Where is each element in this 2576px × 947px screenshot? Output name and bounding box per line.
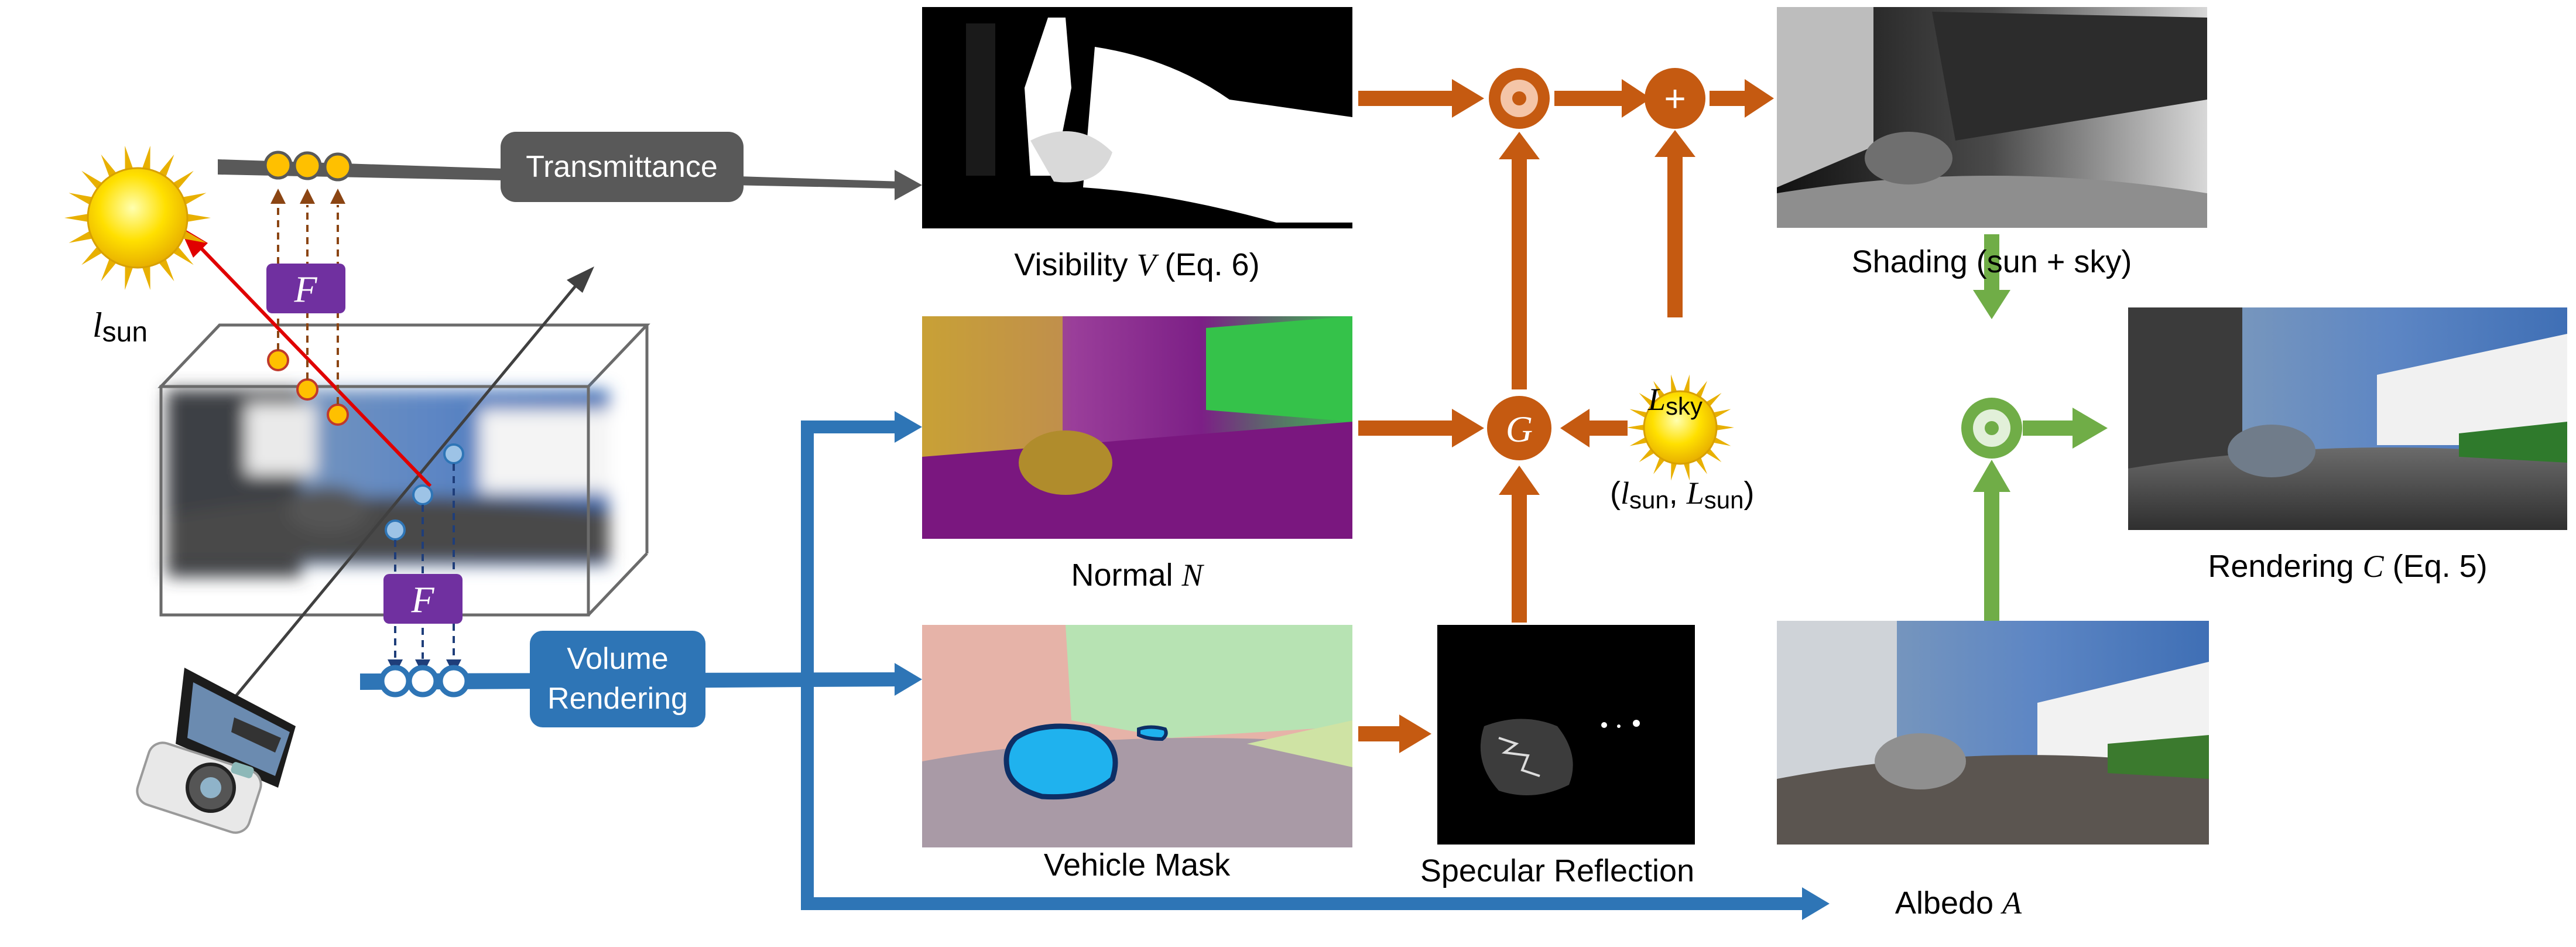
sun-ray (194, 241, 432, 488)
scene-blurred-photo (167, 389, 609, 577)
specular-image (1437, 625, 1695, 845)
camera-ray-arrowhead (567, 266, 594, 293)
sun-ray-samples (267, 349, 349, 426)
sun-ray-spike (1683, 460, 1690, 481)
sun-ray-spike (180, 193, 207, 206)
sun-ray-spike (64, 213, 91, 223)
sun-ray-spike (1711, 409, 1731, 419)
normal-caption: Normal N (1071, 558, 1204, 593)
sample-point (412, 484, 433, 505)
vehicle-mask-image (922, 625, 1352, 847)
sample-point (267, 349, 289, 371)
sun-ray-spike (68, 193, 95, 206)
sun-icon-right (1626, 374, 1734, 481)
visibility-caption: Visibility V (Eq. 6) (1014, 247, 1259, 282)
sum-operator: + (1645, 68, 1705, 129)
shading-image (1777, 7, 2207, 228)
transmittance-point (293, 151, 322, 180)
sun-ray-spike (1629, 436, 1650, 446)
specular-caption: Specular Reflection (1420, 853, 1694, 888)
volume-rendering-branch: Volume Rendering (360, 631, 922, 727)
volume-rendering-label-line2: Rendering (547, 682, 688, 716)
render-point (437, 665, 470, 698)
sample-point (296, 378, 318, 401)
sun-ray-spike (1671, 374, 1678, 395)
volume-rendering-label-line1: Volume (567, 642, 668, 676)
svg-text:F: F (293, 268, 317, 310)
transmittance-label: Transmittance (526, 150, 718, 184)
albedo-caption: Albedo A (1895, 886, 2022, 921)
sun-ray-spike (141, 263, 150, 290)
albedo-image (1777, 621, 2209, 845)
camera-ray-samples (385, 443, 464, 541)
sun-ray-spike (125, 145, 134, 173)
f-network-top: F (266, 264, 345, 313)
scene-box-front (159, 385, 590, 617)
vehicle-mask-caption: Vehicle Mask (1044, 847, 1231, 883)
sample-point (443, 443, 464, 464)
transmittance-branch: Transmittance (218, 132, 922, 202)
sun-ray-spike (68, 230, 95, 243)
sun-ray-spike (1671, 460, 1678, 481)
svg-text:+: + (1664, 77, 1686, 119)
sun-ray-spike (125, 263, 134, 290)
visibility-image (922, 7, 1352, 228)
svg-text:G: G (1506, 408, 1533, 450)
camera-icon (136, 668, 296, 834)
sun-ray-spike (180, 230, 207, 243)
sun-params-label: (lsun, Lsun) (1610, 476, 1754, 514)
svg-text:F: F (410, 579, 434, 620)
sample-point (385, 519, 406, 541)
orange-arrows (1358, 79, 1774, 753)
render-point (379, 665, 412, 698)
sun-icon-left (64, 145, 211, 290)
sun-ray-spike (1683, 374, 1690, 395)
shading-function-g: G (1487, 396, 1551, 460)
sun-ray-spike (1711, 436, 1731, 446)
sun-ray-query-arrowheads (270, 189, 345, 204)
sun-ray-spike (141, 145, 150, 173)
normal-image (922, 316, 1352, 539)
sun-ray-spike (1626, 424, 1647, 431)
sky-light-label: Lsky (1647, 382, 1703, 420)
sun-ray-spike (1714, 424, 1734, 431)
sun-ray-spike (184, 213, 211, 223)
albedo-shading-product-operator (1961, 398, 2022, 459)
sample-point (327, 404, 349, 426)
blue-trunk (801, 411, 1830, 920)
camera-ray (224, 280, 581, 710)
render-point (406, 665, 439, 698)
sun-ray-spike (1629, 409, 1650, 419)
transmittance-point (323, 152, 352, 182)
dot-product-operator (1489, 68, 1550, 129)
rendering-caption: Rendering C (Eq. 5) (2208, 549, 2487, 584)
green-arrows (1973, 234, 2108, 621)
l-sun-label: lsun (93, 306, 148, 348)
shading-caption: Shading (sun + sky) (1852, 244, 2132, 279)
f-network-bottom: F (383, 574, 463, 624)
transmittance-point (263, 151, 293, 180)
rendering-image (2128, 307, 2567, 530)
